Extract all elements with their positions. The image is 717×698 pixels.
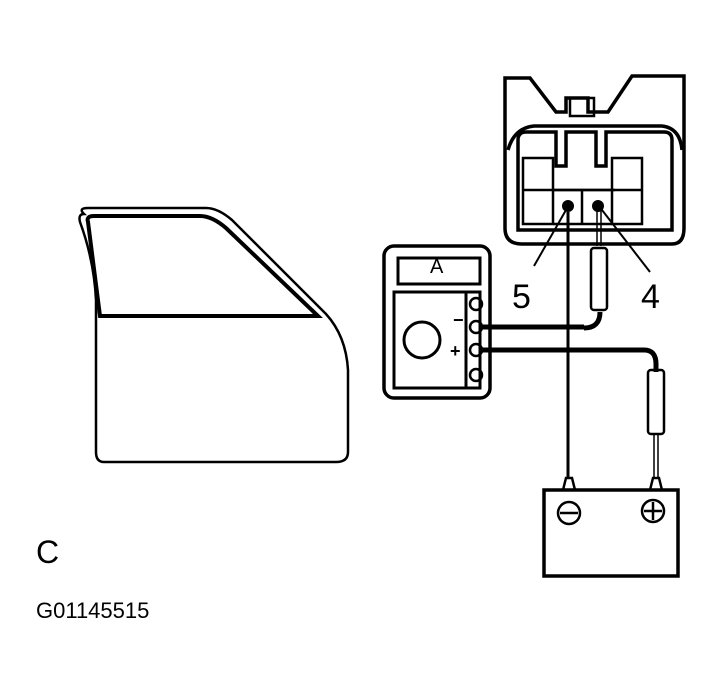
pin-4-leader: [601, 209, 651, 273]
probe-to-battery-positive: [646, 368, 666, 478]
figure-id: G01145515: [36, 598, 150, 623]
ammeter-plus-terminal-label: +: [450, 341, 461, 361]
ammeter-display-label: A: [430, 256, 444, 278]
pin-5-label: 5: [512, 278, 531, 316]
panel-letter: C: [36, 534, 60, 570]
pin-4-terminal: [592, 200, 604, 212]
door-panel: [78, 206, 350, 464]
pin-5-leader: [533, 209, 567, 267]
battery: [542, 476, 680, 578]
pin-4-label: 4: [641, 278, 660, 316]
ammeter-positive-lead: [482, 347, 659, 372]
ammeter-minus-terminal-label: −: [453, 310, 464, 330]
switch-connector: [503, 74, 686, 246]
probe-to-pin-4: [583, 210, 609, 331]
pin-5-terminal: [562, 200, 574, 212]
